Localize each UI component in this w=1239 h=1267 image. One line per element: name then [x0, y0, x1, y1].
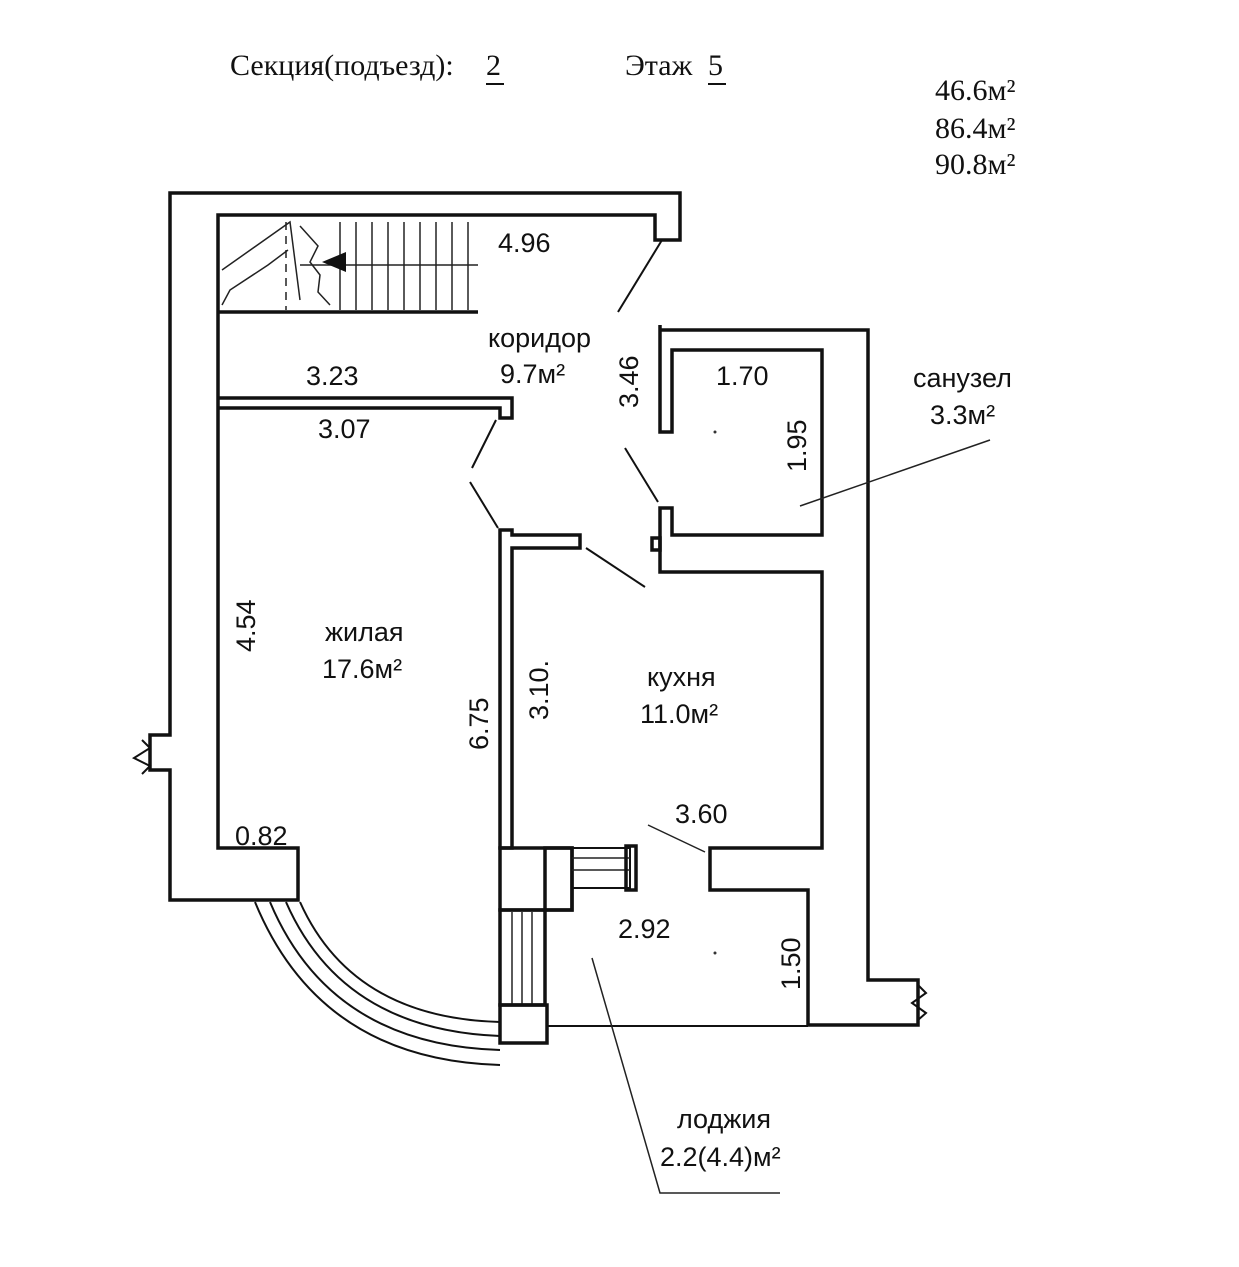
- dimension-6-75: 6.75: [464, 697, 494, 750]
- staircase: [221, 220, 478, 310]
- dimension-3-10: 3.10.: [524, 660, 554, 720]
- corridor-area: 9.7м²: [500, 359, 565, 389]
- kitchen-name: кухня: [647, 662, 716, 692]
- section-value: 2: [486, 49, 501, 82]
- loggia-structure: [498, 844, 808, 1045]
- floor-label: Этаж: [625, 49, 693, 82]
- dimension-3-23: 3.23: [306, 361, 359, 391]
- living-name: жилая: [325, 617, 404, 647]
- dimension-1-70: 1.70: [716, 361, 769, 391]
- stair-direction-arrow-icon: [322, 252, 346, 272]
- dimension-3-46: 3.46: [614, 355, 644, 408]
- left-exterior-wall: [148, 191, 682, 902]
- bathroom-door-swing: [624, 447, 659, 503]
- loggia-name: лоджия: [677, 1104, 771, 1134]
- floor-value: 5: [708, 49, 723, 82]
- loggia-area: 2.2(4.4)м²: [660, 1142, 781, 1172]
- living-corridor-partition: [218, 396, 514, 420]
- living-area-total: 46.6м²: [935, 74, 1015, 107]
- living-door-swing-1: [471, 419, 497, 469]
- bay-window-arc: [254, 901, 501, 1066]
- dimension-0-82: 0.82: [235, 821, 288, 851]
- corridor-name: коридор: [488, 323, 591, 353]
- bathroom-area: 3.3м²: [930, 400, 995, 430]
- left-wall-break: [131, 739, 152, 775]
- bathroom-walls: [658, 325, 920, 1027]
- kitchen-dim-leader: [647, 824, 706, 853]
- living-area: 17.6м²: [322, 654, 402, 684]
- dimension-1-95: 1.95: [782, 419, 812, 472]
- bathroom-leader: [799, 439, 991, 507]
- total-area: 86.4м²: [935, 112, 1015, 145]
- bathroom-door-stub: [650, 536, 662, 552]
- dimension-1-50: 1.50: [776, 937, 806, 990]
- dimension-4-96: 4.96: [498, 228, 551, 258]
- plan-dot: [713, 430, 717, 434]
- right-wall-break: [910, 984, 928, 1021]
- bathroom-name: санузел: [913, 363, 1012, 393]
- living-door-swing-2: [469, 481, 499, 529]
- kitchen-door-swing: [585, 547, 646, 588]
- entrance-door-swing: [617, 239, 663, 313]
- dimension-2-92: 2.92: [618, 914, 671, 944]
- section-label: Секция(подъезд):: [230, 49, 454, 82]
- dimension-3-60: 3.60: [675, 799, 728, 829]
- dimension-3-07: 3.07: [318, 414, 371, 444]
- dimension-4-54: 4.54: [231, 599, 261, 652]
- total-area-with-loggia: 90.8м²: [935, 148, 1015, 181]
- kitchen-area: 11.0м²: [640, 699, 718, 729]
- loggia-leader: [591, 957, 780, 1194]
- plan-dot: [713, 951, 717, 955]
